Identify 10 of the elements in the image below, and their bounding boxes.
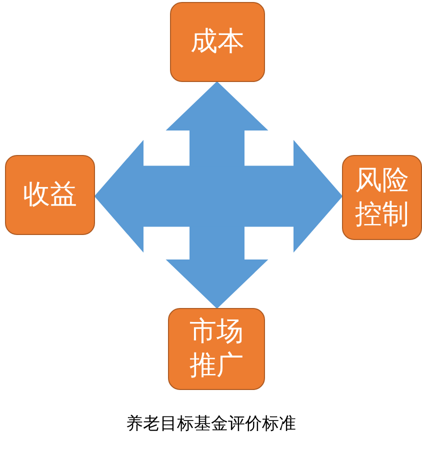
- box-label: 成本: [190, 25, 246, 59]
- box-label: 收益: [22, 178, 78, 212]
- block-arrow: [94, 140, 343, 253]
- rounded-box: [170, 2, 265, 82]
- rounded-box: [342, 155, 422, 240]
- box-label: 市场推广: [188, 315, 244, 383]
- rounded-box: [5, 155, 95, 235]
- rounded-box: [168, 308, 265, 390]
- box-label: 风险控制: [354, 164, 410, 232]
- caption: 养老目标基金评价标准: [126, 413, 296, 435]
